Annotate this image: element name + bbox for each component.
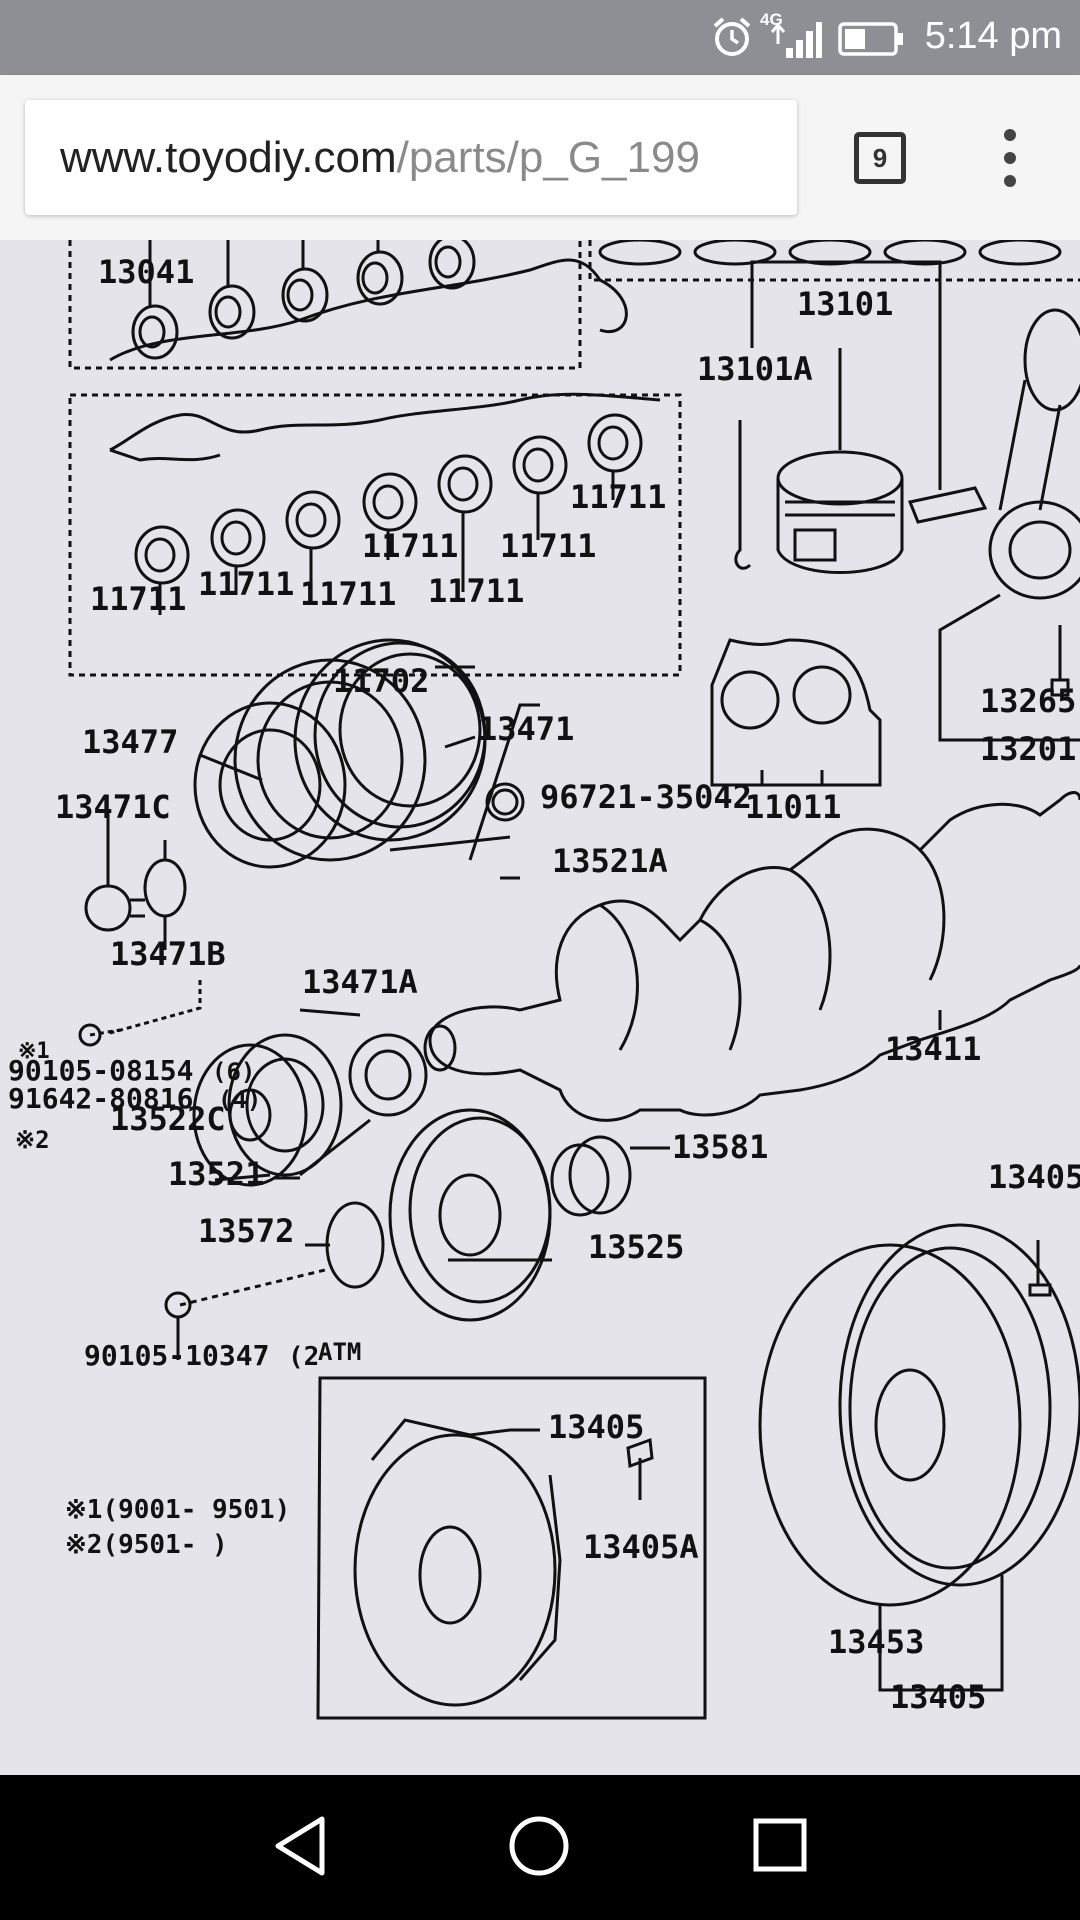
- thrust-washer-drawing: [710, 638, 882, 787]
- lower-bearing-shells: [109, 392, 661, 615]
- part-label: 96721-35042: [540, 778, 752, 816]
- alarm-icon: [713, 17, 751, 56]
- part-label: 13265: [980, 682, 1076, 720]
- part-label: 11711: [198, 565, 294, 603]
- crankshaft-pulley-drawing: [84, 638, 525, 950]
- status-bar: 4G 5:14 pm: [0, 0, 1080, 75]
- overflow-menu-button[interactable]: [990, 125, 1030, 191]
- part-label: 13101A: [697, 350, 813, 388]
- part-label: 13581: [672, 1128, 768, 1166]
- note-label: ※1(9001- 9501): [65, 1495, 290, 1525]
- recents-icon[interactable]: [752, 1817, 808, 1873]
- connecting-rod-drawing: [938, 308, 1080, 742]
- part-label: 11711: [362, 527, 458, 565]
- part-label: 13405A: [583, 1528, 699, 1566]
- note-label: (4): [218, 1086, 261, 1114]
- signal-icon: [770, 22, 822, 58]
- url-bar[interactable]: www.toyodiy.com/parts/p_G_199: [25, 100, 797, 215]
- part-label: 90105-10347: [84, 1339, 269, 1372]
- part-label: 13201: [980, 730, 1076, 768]
- note-label: (2: [288, 1342, 319, 1372]
- piston-drawing: [734, 260, 988, 574]
- part-label: 13405: [890, 1678, 986, 1716]
- part-label: 13471C: [55, 788, 171, 826]
- tab-switcher-button[interactable]: 9: [854, 132, 906, 184]
- parts-diagram: 13041 13101 13101A 11711 11711 11711 117…: [0, 240, 1080, 1775]
- part-label: 91642-80816: [8, 1082, 193, 1115]
- part-label: 13471B: [110, 935, 226, 973]
- part-label: 11711: [90, 580, 186, 618]
- part-label: 13521A: [552, 842, 668, 880]
- timing-gear-drawing: [78, 980, 428, 1187]
- navigation-bar: [0, 1775, 1080, 1920]
- note-label: (6): [212, 1058, 255, 1086]
- home-icon[interactable]: [508, 1815, 570, 1877]
- url-domain: www.toyodiy.com: [60, 133, 397, 182]
- part-label: 13471A: [302, 963, 418, 1001]
- note-label: ※2: [15, 1126, 50, 1154]
- part-label: 13471: [478, 710, 574, 748]
- note-label: ATM: [318, 1338, 361, 1366]
- part-label: 11711: [300, 575, 396, 613]
- clock-time: 5:14 pm: [924, 15, 1062, 57]
- part-label: 13405: [548, 1408, 644, 1446]
- drive-plate-box: [316, 1376, 707, 1720]
- back-icon[interactable]: [272, 1815, 328, 1877]
- url-text[interactable]: www.toyodiy.com/parts/p_G_199: [60, 136, 700, 180]
- part-label: 90105-08154: [8, 1054, 193, 1087]
- browser-toolbar: www.toyodiy.com/parts/p_G_199 9: [0, 75, 1080, 240]
- part-label: 13101: [797, 285, 893, 323]
- part-label: 13572: [198, 1212, 294, 1250]
- part-label: 11711: [570, 478, 666, 516]
- part-label: 13525: [588, 1228, 684, 1266]
- part-label: 11711: [428, 572, 524, 610]
- part-label: 13405: [988, 1158, 1080, 1196]
- part-label: 13521: [168, 1155, 264, 1193]
- part-label: 13041: [98, 253, 194, 291]
- piston-ring-box: [588, 240, 1080, 282]
- part-label: 11711: [500, 527, 596, 565]
- part-label: 13411: [885, 1030, 981, 1068]
- upper-bearing-shells: [109, 240, 628, 362]
- flywheel-drawing: [758, 1223, 1080, 1692]
- part-label: 13453: [828, 1623, 924, 1661]
- part-label: 11011: [745, 788, 841, 826]
- more-vert-icon: [1004, 129, 1016, 187]
- part-label: 13522C: [110, 1100, 226, 1138]
- battery-icon: [838, 22, 903, 56]
- url-path: /parts/p_G_199: [396, 133, 700, 182]
- crankshaft-drawing: [299, 703, 1080, 1122]
- part-label: 11702: [333, 662, 429, 700]
- note-label: ※2(9501- ): [65, 1530, 228, 1560]
- note-label: ※1: [18, 1039, 50, 1064]
- part-label: 13477: [82, 723, 178, 761]
